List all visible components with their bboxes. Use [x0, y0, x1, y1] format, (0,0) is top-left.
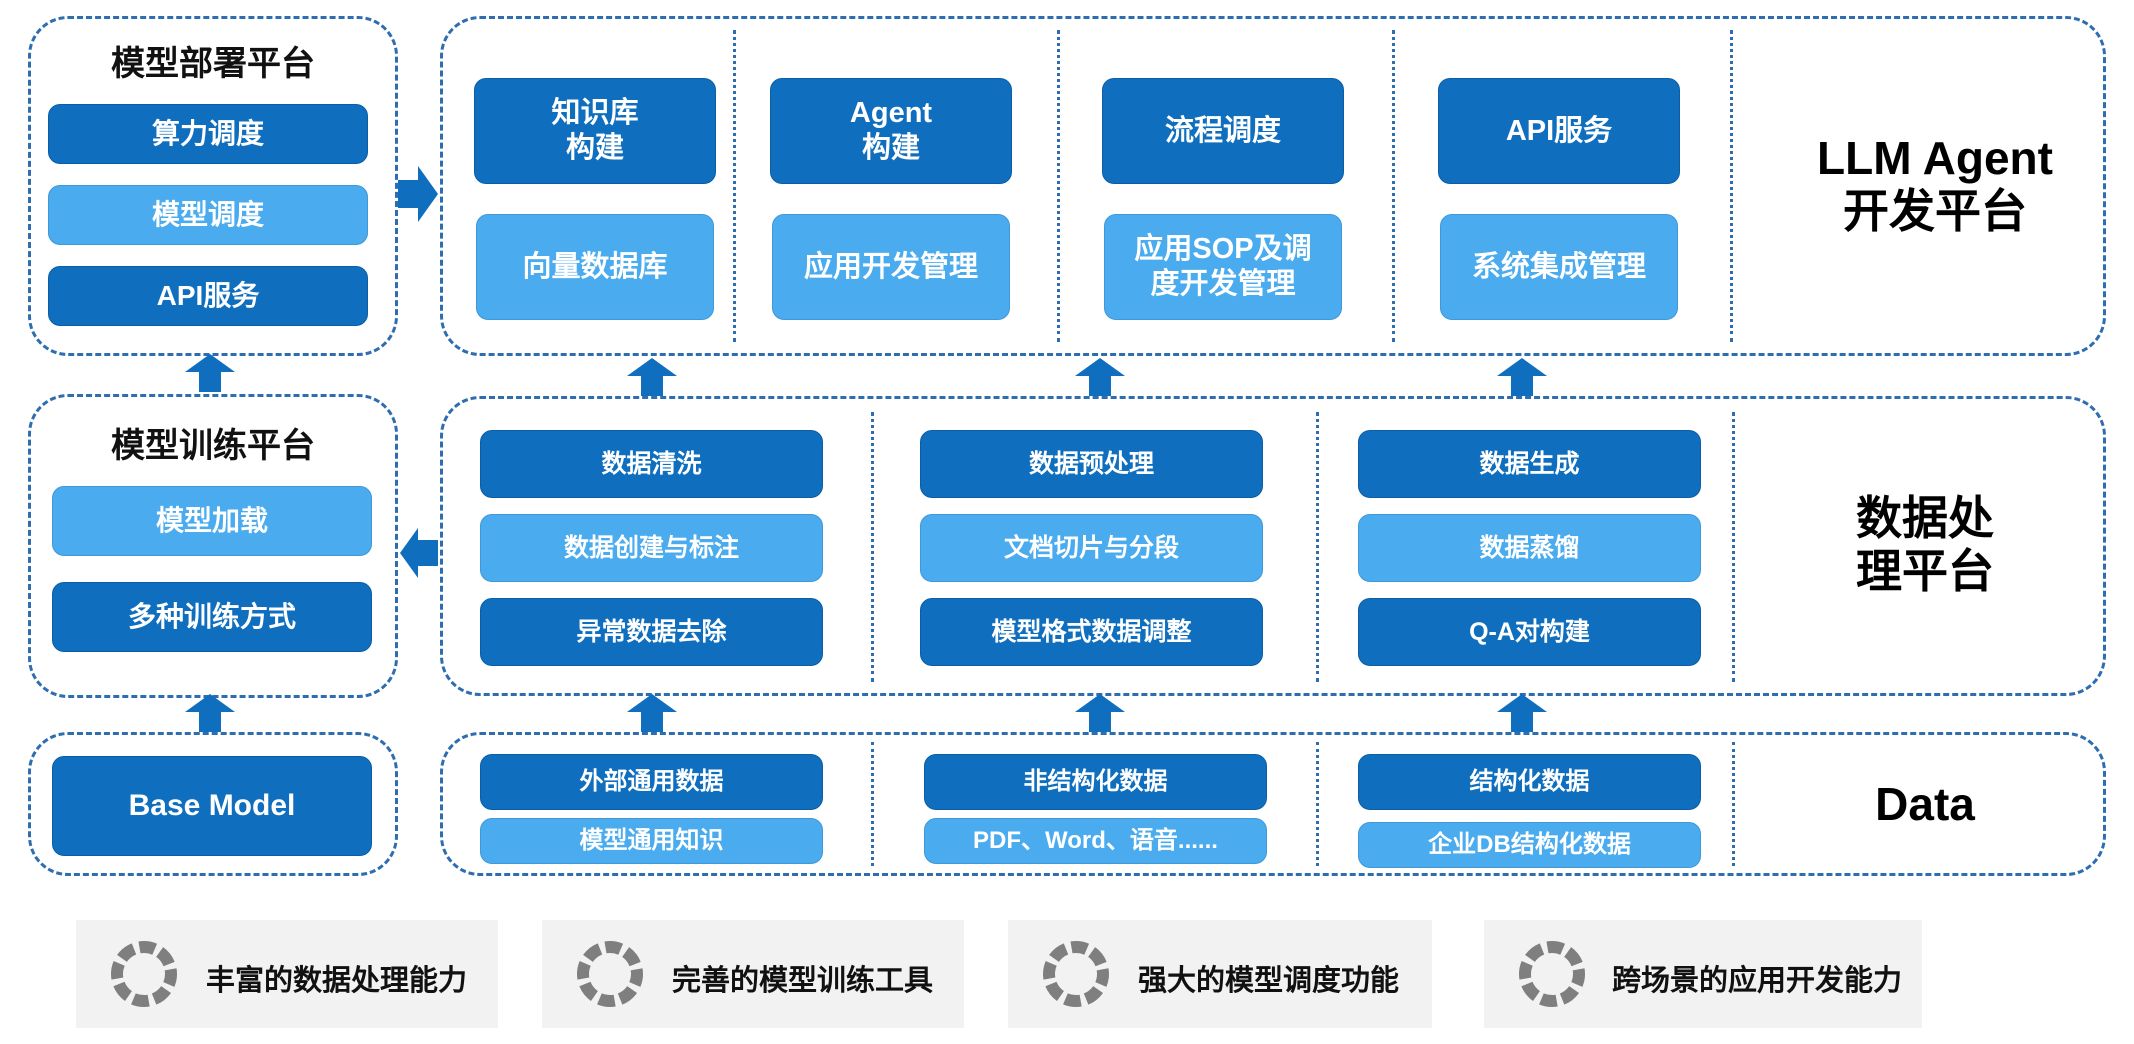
dp-item-format-adjust: 模型格式数据调整 [920, 598, 1263, 666]
dp-item-data-distillation: 数据蒸馏 [1358, 514, 1701, 582]
data-item-structured: 结构化数据 [1358, 754, 1701, 810]
agent-bottom-system-integration-label: 系统集成管理 [1471, 250, 1646, 283]
agent-bottom-vector-db: 向量数据库 [476, 214, 714, 320]
agent-bottom-sop-dev-mgmt-label: 应用SOP及调 度开发管理 [1134, 233, 1312, 300]
arrow-up-processing-to-agent-1 [627, 358, 677, 396]
arrow-up-data-to-processing-3 [1497, 694, 1547, 732]
feature-label: 丰富的数据处理能力 [206, 965, 468, 997]
dp-separator-1 [871, 412, 874, 682]
dp-separator-3 [1732, 412, 1735, 682]
agent-top-agent-build-label: Agent 构建 [849, 97, 933, 164]
train-item-model-loading: 模型加载 [52, 486, 372, 556]
data-separator-2 [1316, 742, 1319, 866]
agent-top-knowledge-base: 知识库 构建 [474, 78, 716, 184]
data-separator-3 [1732, 742, 1735, 866]
feature-card-model-training: 完善的模型训练工具 [542, 920, 964, 1028]
agent-bottom-vector-db-label: 向量数据库 [522, 250, 668, 283]
deploy-platform-panel [28, 16, 398, 356]
agent-top-flow-scheduling: 流程调度 [1102, 78, 1344, 184]
deploy-platform-title: 模型部署平台 [111, 45, 315, 83]
agent-separator-2 [1057, 30, 1060, 342]
feature-card-app-development: 跨场景的应用开发能力 [1484, 920, 1922, 1028]
base-model-box: Base Model [52, 756, 372, 856]
data-item-external-general: 外部通用数据 [480, 754, 823, 810]
data-item-enterprise-db: 企业DB结构化数据 [1358, 822, 1701, 868]
data-separator-1 [871, 742, 874, 866]
dp-item-preprocessing: 数据预处理 [920, 430, 1263, 498]
agent-separator-1 [733, 30, 736, 342]
train-platform-title: 模型训练平台 [111, 427, 315, 465]
feature-card-model-scheduling: 强大的模型调度功能 [1008, 920, 1432, 1028]
data-processing-label-text: 数据处 理平台 [1856, 492, 1994, 597]
dp-item-qa-construction: Q-A对构建 [1358, 598, 1701, 666]
deploy-item-model-scheduling: 模型调度 [48, 185, 368, 245]
arrow-right-deploy-to-agent [398, 166, 438, 222]
base-model-panel [28, 732, 398, 876]
arrow-up-train-to-deploy [185, 354, 235, 392]
segmented-ring-icon [1043, 941, 1109, 1007]
arrow-up-processing-to-agent-2 [1075, 358, 1125, 396]
agent-platform-label-text: LLM Agent 开发平台 [1817, 132, 2053, 237]
agent-bottom-sop-dev-mgmt: 应用SOP及调 度开发管理 [1104, 214, 1342, 320]
arrow-up-data-to-processing-2 [1075, 694, 1125, 732]
agent-top-api-service-label: API服务 [1505, 114, 1613, 147]
dp-item-doc-chunking: 文档切片与分段 [920, 514, 1263, 582]
deploy-item-compute-scheduling: 算力调度 [48, 104, 368, 164]
data-processing-panel [440, 396, 2106, 696]
data-layer-label: Data [1875, 777, 1975, 830]
data-item-unstructured: 非结构化数据 [924, 754, 1267, 810]
agent-bottom-system-integration: 系统集成管理 [1440, 214, 1678, 320]
deploy-item-api-service: API服务 [48, 266, 368, 326]
agent-bottom-app-dev-mgmt: 应用开发管理 [772, 214, 1010, 320]
agent-bottom-app-dev-mgmt-label: 应用开发管理 [803, 250, 978, 283]
data-processing-label: 数据处 理平台 [1760, 470, 2090, 620]
segmented-ring-icon [111, 941, 177, 1007]
agent-top-api-service: API服务 [1438, 78, 1680, 184]
agent-platform-label: LLM Agent 开发平台 [1745, 110, 2125, 260]
feature-label: 强大的模型调度功能 [1138, 965, 1400, 997]
feature-label: 跨场景的应用开发能力 [1612, 965, 1903, 997]
dp-separator-2 [1316, 412, 1319, 682]
dp-item-data-annotation: 数据创建与标注 [480, 514, 823, 582]
arrow-left-processing-to-train [400, 528, 438, 578]
segmented-ring-icon [577, 941, 643, 1007]
train-item-training-methods: 多种训练方式 [52, 582, 372, 652]
arrow-up-processing-to-agent-3 [1497, 358, 1547, 396]
dp-item-data-cleaning: 数据清洗 [480, 430, 823, 498]
agent-top-knowledge-base-label: 知识库 构建 [551, 97, 639, 164]
feature-label: 完善的模型训练工具 [672, 965, 934, 997]
data-layer-panel [440, 732, 2106, 876]
arrow-up-base-to-train [185, 694, 235, 732]
agent-top-agent-build: Agent 构建 [770, 78, 1012, 184]
feature-card-data-processing: 丰富的数据处理能力 [76, 920, 498, 1028]
dp-item-data-generation: 数据生成 [1358, 430, 1701, 498]
data-item-unstructured-examples: PDF、Word、语音...... [924, 818, 1267, 864]
dp-item-anomaly-removal: 异常数据去除 [480, 598, 823, 666]
agent-platform-panel [440, 16, 2106, 356]
data-item-model-knowledge: 模型通用知识 [480, 818, 823, 864]
agent-separator-4 [1730, 30, 1733, 342]
segmented-ring-icon [1519, 941, 1585, 1007]
agent-separator-3 [1392, 30, 1395, 342]
agent-top-flow-scheduling-label: 流程调度 [1164, 114, 1281, 147]
arrow-up-data-to-processing-1 [627, 694, 677, 732]
